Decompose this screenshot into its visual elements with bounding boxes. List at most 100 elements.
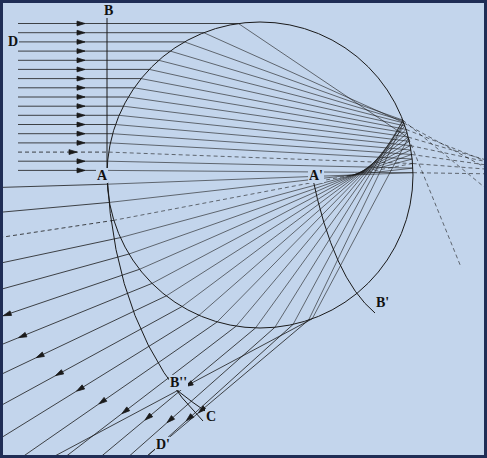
light-ray xyxy=(129,155,412,255)
light-ray xyxy=(309,123,404,321)
light-ray xyxy=(3,320,309,455)
raindrop-ray-illustration xyxy=(3,3,484,455)
light-ray xyxy=(185,42,403,120)
light-ray xyxy=(275,121,403,327)
light-ray xyxy=(3,328,256,455)
light-ray xyxy=(3,269,140,404)
light-ray xyxy=(18,51,170,52)
ray-arrowhead xyxy=(145,413,153,420)
light-ray xyxy=(256,123,404,328)
light-ray xyxy=(149,69,405,126)
light-ray xyxy=(413,164,484,175)
light-ray xyxy=(18,41,185,42)
light-ray xyxy=(134,88,407,133)
ray-arrowhead xyxy=(77,159,85,164)
light-ray xyxy=(123,106,409,141)
ray-arrowhead xyxy=(77,21,85,26)
ray-arrowhead xyxy=(77,30,85,35)
light-ray xyxy=(108,161,413,168)
light-ray xyxy=(18,161,108,162)
point-label: D' xyxy=(155,437,171,452)
light-ray xyxy=(141,79,406,130)
light-ray xyxy=(404,123,484,190)
light-ray xyxy=(3,326,236,455)
wavefront-arc xyxy=(107,175,203,421)
light-ray xyxy=(18,152,109,153)
ray-arrowhead xyxy=(77,140,85,145)
light-ray xyxy=(170,51,403,121)
light-ray xyxy=(3,322,217,455)
ray-arrowhead xyxy=(3,311,11,316)
light-ray xyxy=(3,238,120,325)
point-label: A' xyxy=(308,168,324,183)
ray-arrowhead xyxy=(77,39,85,44)
ray-arrowhead xyxy=(77,58,85,63)
wavefront-line xyxy=(107,11,108,175)
light-ray xyxy=(3,296,166,455)
light-ray xyxy=(406,129,484,181)
light-ray xyxy=(293,120,403,324)
light-ray xyxy=(113,134,412,155)
ray-arrowhead xyxy=(56,370,64,376)
light-ray xyxy=(119,115,410,145)
light-ray xyxy=(408,138,461,268)
ray-arrowhead xyxy=(77,49,85,54)
light-ray xyxy=(3,315,199,455)
ray-arrowhead xyxy=(77,122,85,127)
ray-arrowhead xyxy=(122,407,130,414)
light-ray xyxy=(18,115,119,116)
point-label: D xyxy=(7,34,19,49)
ray-arrowhead xyxy=(77,385,85,391)
light-ray xyxy=(413,173,484,175)
ray-arrowhead xyxy=(77,76,85,81)
light-ray xyxy=(3,319,312,455)
ray-arrowhead xyxy=(77,131,85,136)
ray-arrowhead xyxy=(99,397,107,404)
light-ray xyxy=(410,146,484,175)
ray-arrowhead xyxy=(69,150,77,155)
light-ray xyxy=(238,24,408,138)
raindrop-circle xyxy=(107,22,413,328)
ray-arrowhead xyxy=(77,95,85,100)
light-ray xyxy=(3,202,110,240)
light-ray xyxy=(3,324,293,455)
light-ray xyxy=(408,137,484,176)
light-ray xyxy=(3,254,129,366)
wavefront-arc xyxy=(312,175,375,313)
light-ray xyxy=(18,60,159,61)
ray-arrowhead xyxy=(77,113,85,118)
point-label: B xyxy=(103,3,114,18)
point-label: B'' xyxy=(169,375,188,390)
ray-arrowhead xyxy=(77,85,85,90)
light-ray xyxy=(3,184,107,197)
light-ray xyxy=(159,60,404,123)
light-ray xyxy=(18,133,113,134)
point-label: C xyxy=(205,409,217,424)
light-ray xyxy=(110,143,412,159)
light-ray xyxy=(236,126,405,326)
light-ray xyxy=(3,327,275,455)
light-ray xyxy=(116,125,411,151)
light-ray xyxy=(18,124,116,125)
light-ray xyxy=(312,138,408,319)
light-ray xyxy=(18,87,134,88)
wavefront-arc xyxy=(178,391,208,413)
ray-arrowhead xyxy=(77,168,85,173)
diagram-ground: BDAA'B'B''CD' xyxy=(3,3,484,455)
light-ray xyxy=(403,120,484,209)
light-ray xyxy=(18,23,238,24)
ray-arrowhead xyxy=(36,352,44,358)
ray-arrowhead xyxy=(167,416,175,423)
light-ray xyxy=(18,170,107,171)
point-label: B' xyxy=(375,295,390,310)
light-ray xyxy=(18,32,204,33)
light-ray xyxy=(114,164,413,221)
light-ray xyxy=(204,33,404,123)
light-ray xyxy=(18,142,110,143)
light-ray xyxy=(120,159,412,238)
light-ray xyxy=(109,152,413,163)
light-ray xyxy=(152,146,410,284)
light-ray xyxy=(18,106,123,107)
ray-arrowhead xyxy=(77,104,85,109)
ray-arrowhead xyxy=(77,67,85,72)
